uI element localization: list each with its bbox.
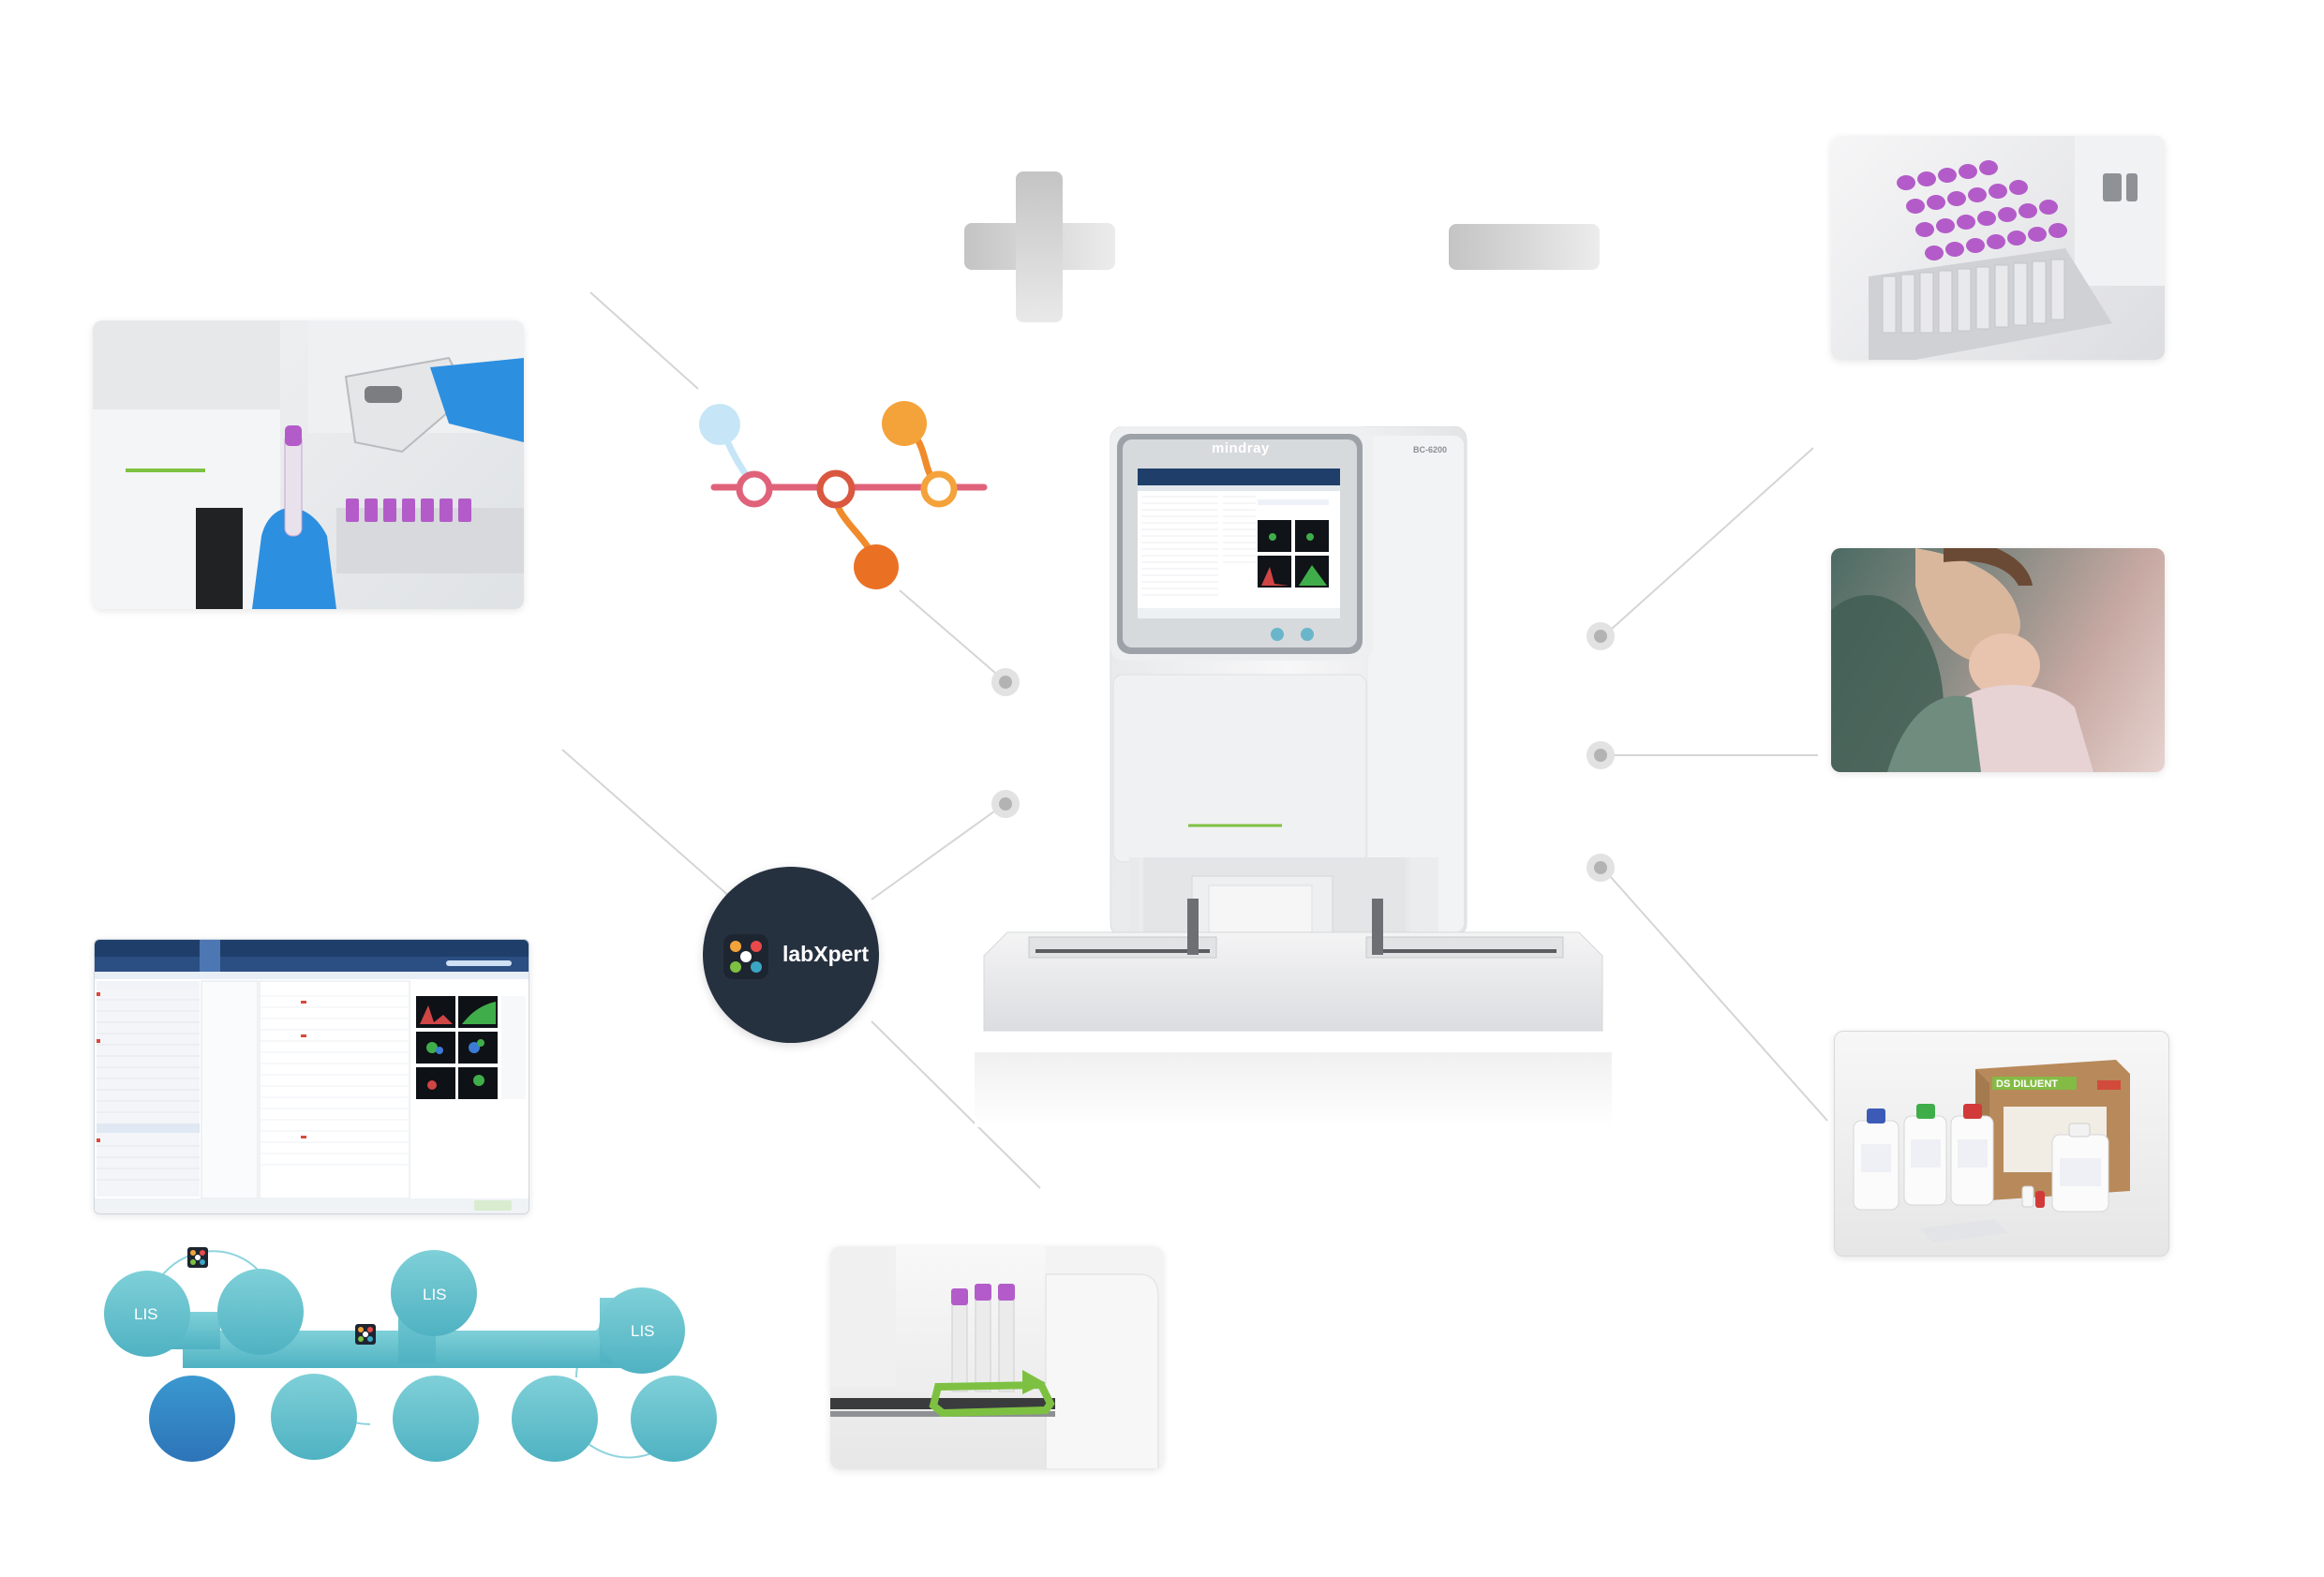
tube-loading-photo bbox=[830, 1246, 1163, 1469]
reagent-box-label: DS DILUENT bbox=[1996, 1079, 2058, 1090]
mother-baby-photo bbox=[1831, 548, 2165, 772]
connector-dot bbox=[991, 790, 1020, 818]
lis-label: LIS bbox=[423, 1286, 447, 1303]
lis-bubble bbox=[599, 1287, 685, 1374]
tube-rack-photo bbox=[1831, 136, 2165, 360]
barcode-scanning-photo bbox=[93, 320, 524, 609]
lis-label: LIS bbox=[631, 1322, 655, 1340]
connector-dot bbox=[991, 668, 1020, 696]
connector-dot bbox=[1587, 622, 1615, 650]
lis-network: LIS LIS LIS bbox=[104, 1247, 717, 1462]
labxpert-logo: labXpert bbox=[703, 867, 879, 1043]
labxpert-name: labXpert bbox=[782, 942, 870, 966]
workflow-connector-graphic bbox=[699, 401, 988, 589]
connector-dot bbox=[1587, 741, 1615, 769]
reagents-photo: DS DILUENT bbox=[1834, 1031, 2169, 1257]
minus-icon bbox=[1449, 224, 1600, 270]
connector-dot bbox=[1587, 854, 1615, 882]
analyzer-model: BC-6200 bbox=[1413, 445, 1448, 454]
software-screenshot bbox=[94, 939, 529, 1214]
analyzer-brand: mindray bbox=[1212, 440, 1270, 456]
lis-bubble bbox=[391, 1250, 477, 1336]
lis-bubble bbox=[104, 1271, 190, 1357]
lis-label: LIS bbox=[134, 1305, 158, 1323]
plus-icon bbox=[964, 171, 1115, 322]
hematology-analyzer: mindray BC-6200 bbox=[975, 426, 1612, 1129]
